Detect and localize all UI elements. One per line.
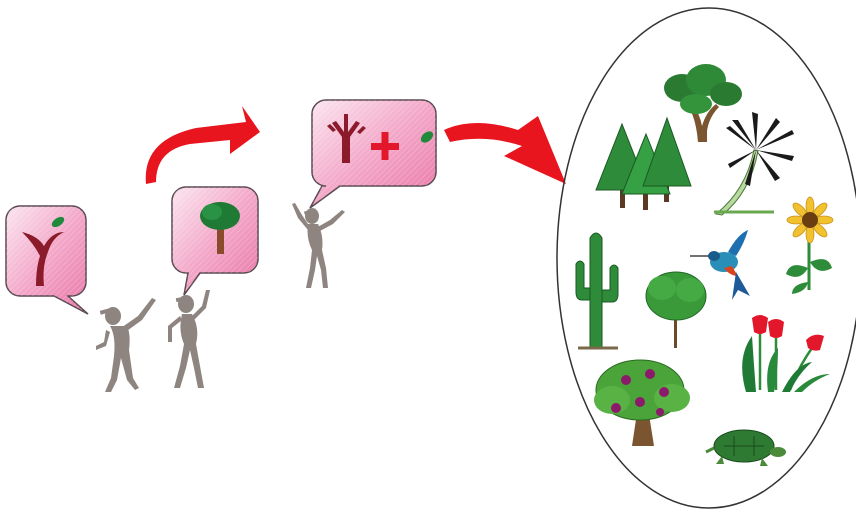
person-1: [96, 298, 156, 392]
tulips-icon: [742, 315, 830, 392]
turtle-icon: [705, 429, 786, 466]
tree-icon: [200, 202, 240, 254]
sunflower-icon: [786, 196, 834, 294]
flowering-tree-icon: [594, 359, 690, 446]
arrow-2: [444, 116, 566, 184]
ecosystem-ellipse: [556, 7, 856, 509]
person-2: [168, 290, 210, 388]
broadleaf-tree-icon: [664, 64, 742, 142]
speech-bubble-1: [5, 205, 89, 315]
hummingbird-icon: [690, 230, 750, 300]
person-3: [292, 203, 345, 288]
small-tree-icon: [645, 271, 707, 348]
speech-bubble-2: [171, 186, 259, 296]
cactus-icon: [575, 232, 619, 350]
palm-tree-icon: [714, 112, 794, 216]
speech-bubble-3: [309, 99, 437, 209]
arrow-1: [145, 106, 260, 184]
branch-with-leaf-icon: [22, 216, 65, 286]
conifer-trees-icon: [595, 116, 692, 210]
branch-plus-leaf-icon: [327, 114, 434, 163]
